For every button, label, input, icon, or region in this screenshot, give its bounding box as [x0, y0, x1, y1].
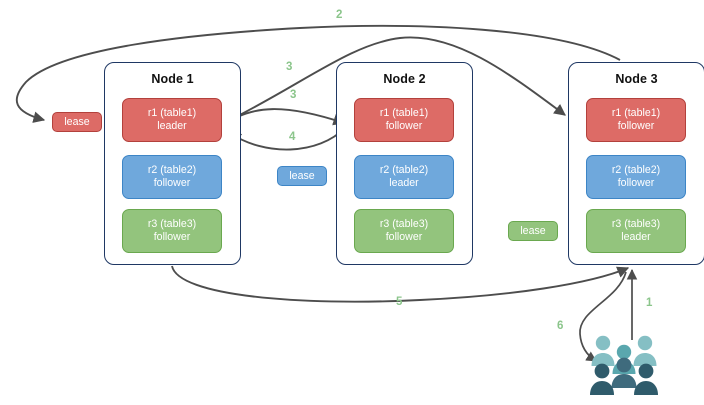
replica-name: r3 (table3)	[147, 218, 197, 230]
replica-role: follower	[617, 120, 655, 132]
replica-node2-r2[interactable]: r2 (table2) leader	[354, 155, 454, 199]
edge-label-3-long: 3	[286, 61, 293, 73]
replica-node3-r2[interactable]: r2 (table2) follower	[586, 155, 686, 199]
edge-label-4: 4	[289, 131, 296, 143]
node-title: Node 3	[615, 72, 658, 86]
node-title: Node 2	[383, 72, 426, 86]
lease-label: lease	[289, 170, 315, 182]
replica-name: r2 (table2)	[611, 164, 661, 176]
lease-badge-blue[interactable]: lease	[277, 166, 327, 186]
replica-role: leader	[621, 231, 651, 243]
lease-badge-green[interactable]: lease	[508, 221, 558, 241]
replica-role: follower	[153, 231, 191, 243]
replica-name: r2 (table2)	[147, 164, 197, 176]
edge-4-path	[229, 126, 347, 151]
edge-label-6: 6	[557, 320, 564, 332]
replica-node2-r1[interactable]: r1 (table1) follower	[354, 98, 454, 142]
replica-name: r1 (table1)	[611, 107, 661, 119]
replica-role: follower	[617, 177, 655, 189]
replica-name: r2 (table2)	[379, 164, 429, 176]
replica-name: r1 (table1)	[147, 107, 197, 119]
lease-badge-red[interactable]: lease	[52, 112, 102, 132]
edge-label-5: 5	[396, 296, 403, 308]
replica-name: r3 (table3)	[379, 218, 429, 230]
node-title: Node 1	[151, 72, 194, 86]
replica-node2-r3[interactable]: r3 (table3) follower	[354, 209, 454, 253]
lease-label: lease	[64, 116, 90, 128]
lease-label: lease	[520, 225, 546, 237]
replica-node1-r3[interactable]: r3 (table3) follower	[122, 209, 222, 253]
replica-role: leader	[157, 120, 187, 132]
replica-role: follower	[153, 177, 191, 189]
edge-label-1: 1	[646, 297, 653, 309]
replica-role: follower	[385, 231, 423, 243]
edge-label-2: 2	[336, 9, 343, 21]
replica-node3-r1[interactable]: r1 (table1) follower	[586, 98, 686, 142]
replica-node1-r2[interactable]: r2 (table2) follower	[122, 155, 222, 199]
edge-label-3-short: 3	[290, 89, 297, 101]
replica-role: leader	[389, 177, 419, 189]
replica-name: r1 (table1)	[379, 107, 429, 119]
replica-node3-r3[interactable]: r3 (table3) leader	[586, 209, 686, 253]
replica-role: follower	[385, 120, 423, 132]
replica-name: r3 (table3)	[611, 218, 661, 230]
people-group-icon	[590, 335, 658, 395]
replica-node1-r1[interactable]: r1 (table1) leader	[122, 98, 222, 142]
